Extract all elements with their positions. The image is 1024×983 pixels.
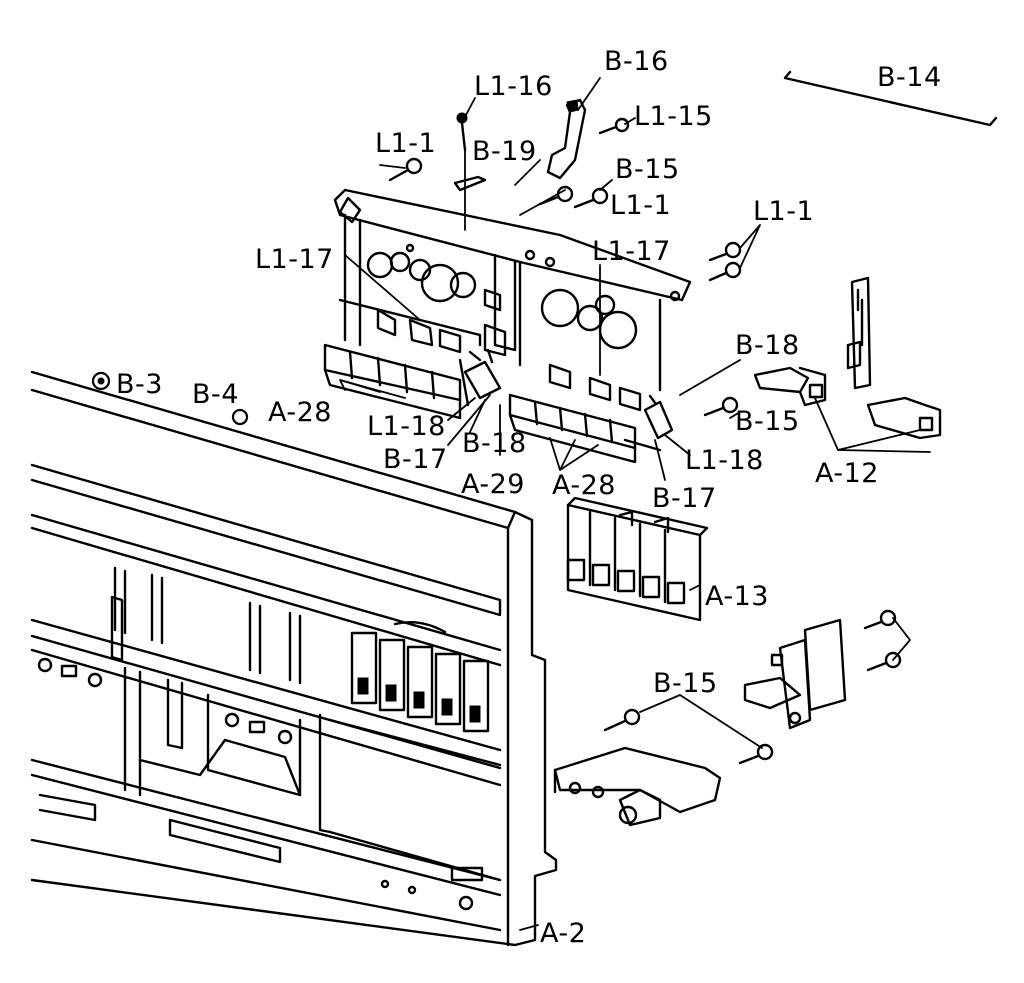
label-a28-center: A-28 <box>552 470 616 501</box>
label-l1-1-right: L1-1 <box>753 196 814 227</box>
label-b18-right: B-18 <box>735 330 800 361</box>
label-b16: B-16 <box>604 46 669 77</box>
label-l1-18-left: L1-18 <box>367 411 446 442</box>
bracket-b16 <box>546 98 587 180</box>
pcb-board <box>553 708 774 827</box>
panel-button-row <box>350 621 490 733</box>
label-b19: B-19 <box>472 136 537 167</box>
label-l1-17-left: L1-17 <box>255 244 334 275</box>
label-a29: A-29 <box>461 469 525 500</box>
label-b4: B-4 <box>192 379 239 410</box>
screws-top <box>388 112 742 417</box>
leader-lines <box>339 77 931 931</box>
label-l1-18-right: L1-18 <box>685 445 764 476</box>
label-b15-right: B-15 <box>735 406 800 437</box>
label-b15-top: B-15 <box>615 154 680 185</box>
label-b17-left: B-17 <box>383 444 448 475</box>
label-l1-16: L1-16 <box>474 71 553 102</box>
label-b18-left: B-18 <box>462 428 527 459</box>
label-b15-bottom: B-15 <box>653 668 718 699</box>
part-labels: B-14 B-16 L1-16 L1-15 L1-1 B-19 B-15 L1-… <box>116 46 942 949</box>
label-b14: B-14 <box>877 62 942 93</box>
tape-mechanism-assembly <box>323 188 692 464</box>
label-b3: B-3 <box>116 369 163 400</box>
rod-b14 <box>783 70 998 127</box>
washer-b4 <box>231 408 249 426</box>
jack-assembly <box>743 609 902 730</box>
label-l1-15: L1-15 <box>634 101 713 132</box>
label-a12: A-12 <box>815 458 879 489</box>
switch-bank-a13 <box>566 496 709 622</box>
switch-parts-a12 <box>753 276 942 440</box>
label-b17-right: B-17 <box>652 483 717 514</box>
label-a2: A-2 <box>540 918 586 949</box>
label-a28-left: A-28 <box>268 397 332 428</box>
label-l1-1-top: L1-1 <box>375 128 436 159</box>
label-a13: A-13 <box>705 581 769 612</box>
label-l1-17-right: L1-17 <box>592 236 671 267</box>
label-l1-1-mid: L1-1 <box>610 190 671 221</box>
front-panel-a2 <box>30 370 558 947</box>
